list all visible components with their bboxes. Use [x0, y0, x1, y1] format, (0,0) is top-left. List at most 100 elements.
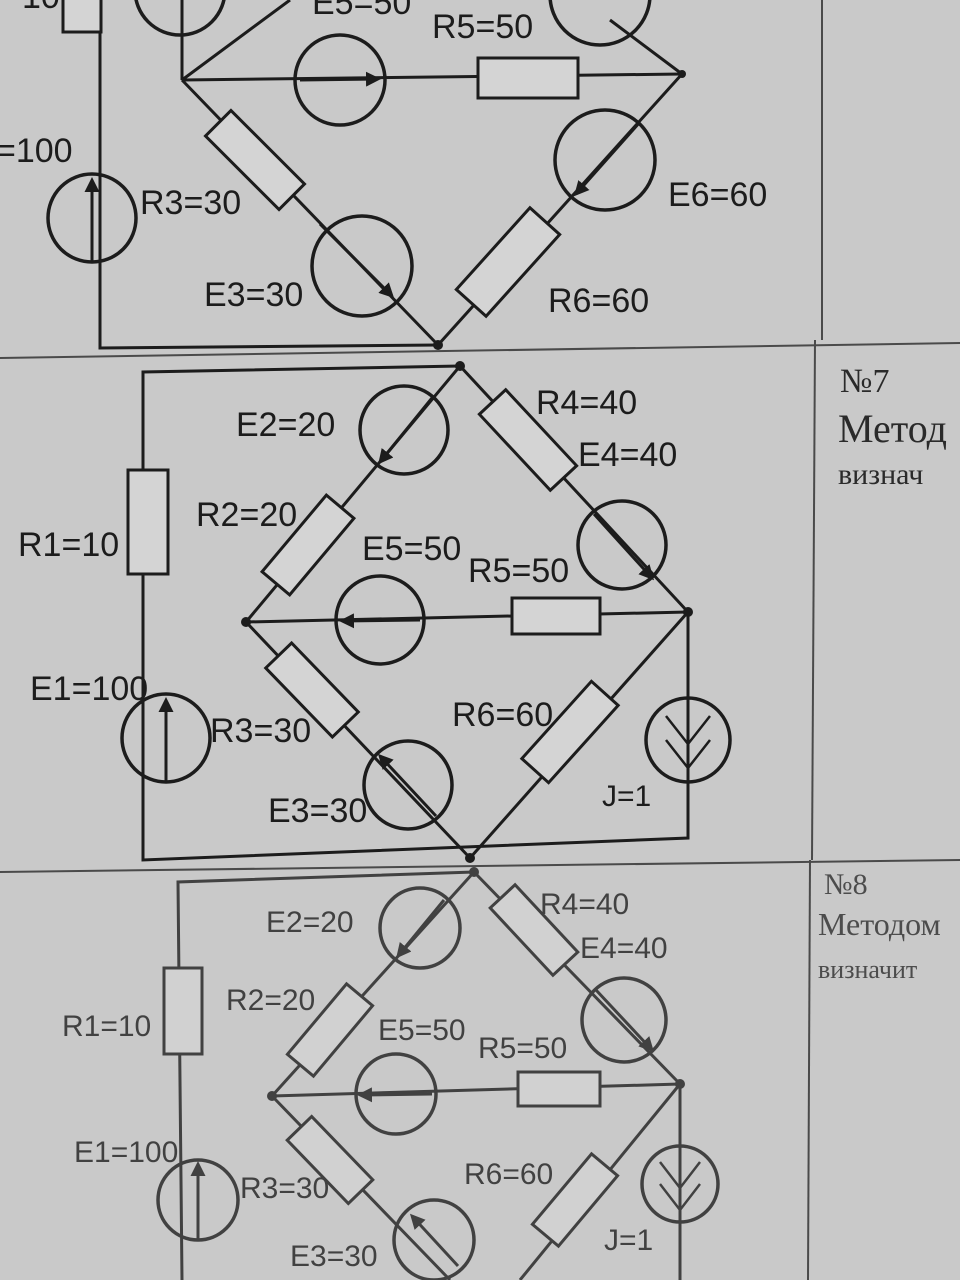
label-r2: R2=20	[226, 984, 315, 1017]
label-r2: R2=20	[196, 496, 297, 534]
node	[469, 867, 479, 877]
source-e6-arrow	[574, 121, 642, 197]
resistor-r3	[285, 1114, 375, 1206]
column-divider	[811, 339, 816, 861]
node	[678, 70, 686, 78]
node	[465, 853, 475, 863]
source-e5-arrow	[299, 71, 381, 87]
resistor-r6	[519, 679, 621, 785]
wire	[271, 1082, 681, 1098]
resistor-r6	[530, 1151, 620, 1249]
variant-7-cell: №7 Метод визнач	[838, 363, 947, 491]
wire	[181, 0, 291, 82]
resistor-r5	[476, 56, 580, 100]
label-e1: =100	[0, 132, 73, 170]
source-e3-arrow	[377, 753, 438, 818]
wire	[98, 0, 439, 350]
wire	[609, 18, 683, 76]
node	[267, 1091, 277, 1101]
label-e4: E4=40	[578, 436, 677, 474]
resistor-r1	[61, 0, 103, 34]
source-e3	[362, 739, 454, 831]
current-source-j	[644, 696, 732, 784]
source-e5-arrow	[339, 613, 421, 629]
source-e5-arrow	[357, 1087, 433, 1103]
source-e3-arrow	[318, 222, 395, 299]
label-e2: E2=20	[266, 906, 354, 939]
resistor-r4	[477, 387, 579, 493]
node	[241, 617, 251, 627]
variant-title: Метод	[838, 406, 947, 451]
label-e5: E5=50	[378, 1014, 466, 1047]
variant-text: визнач	[838, 458, 923, 491]
circuit-top: =100 R3=30 E3=30 E5=50 R5=50 E6=60 R6=60…	[0, 0, 767, 350]
variant-number: №7	[840, 363, 889, 400]
current-source-j	[640, 1144, 720, 1224]
source-e5	[354, 1052, 438, 1136]
node	[455, 361, 465, 371]
resistor-r1	[126, 468, 170, 576]
label-r1: R1=10	[62, 1010, 151, 1043]
node	[675, 1079, 685, 1089]
label-r3: R3=30	[140, 184, 241, 222]
resistor-r1	[162, 966, 204, 1056]
wire	[245, 610, 689, 624]
wire-outer-loop	[176, 870, 475, 1280]
label-r6: R6=60	[452, 696, 553, 734]
resistor-r2	[285, 981, 375, 1079]
label-e3: E3=30	[290, 1240, 378, 1273]
source-e4	[576, 499, 668, 591]
label-r5: R5=50	[432, 8, 533, 46]
source-e4-arrow	[592, 512, 655, 581]
resistor-r5	[516, 1070, 602, 1108]
variant-8-cell: №8 Методом визначит	[818, 868, 941, 984]
label-e6: E6=60	[668, 176, 767, 214]
label-top-left: 10	[22, 0, 60, 16]
label-j: J=1	[602, 780, 651, 813]
row-divider	[0, 859, 960, 873]
label-e4: E4=40	[580, 932, 668, 965]
current-source-j-chevron	[665, 739, 711, 771]
label-r4: R4=40	[540, 888, 629, 921]
source-e2	[134, 0, 226, 37]
label-e3: E3=30	[268, 792, 367, 830]
label-e5: E5=50	[312, 0, 411, 22]
label-r6: R6=60	[548, 282, 649, 320]
wire-outer-loop	[141, 364, 690, 862]
variant-text: визначит	[818, 955, 917, 984]
resistor-r6	[454, 205, 562, 319]
variant-number: №8	[824, 868, 868, 901]
label-e1: E1=100	[30, 670, 148, 708]
row-divider	[0, 342, 960, 359]
source-e2	[378, 886, 462, 970]
resistor-r4	[488, 882, 580, 978]
resistor-r5	[510, 596, 602, 636]
source-e3	[392, 1198, 476, 1280]
wire	[181, 72, 683, 82]
source-e2-arrow	[378, 397, 434, 465]
source-e6	[553, 108, 657, 212]
label-j: J=1	[604, 1224, 653, 1257]
source-e5	[334, 574, 426, 666]
current-source-j-chevron	[659, 1161, 701, 1191]
column-divider	[807, 859, 811, 1280]
label-r5: R5=50	[478, 1032, 567, 1065]
source-e5	[293, 33, 387, 127]
label-r6: R6=60	[464, 1158, 553, 1191]
circuit-7: R1=10 E1=100 E2=20 R2=20 R3=30 E3=30 R4=…	[18, 361, 732, 863]
source-e3-arrow	[409, 1213, 460, 1268]
current-source-j-chevron	[659, 1183, 701, 1213]
circuit-8: R1=10 E1=100 E2=20 R2=20 R3=30 E3=30 R4=…	[62, 867, 720, 1280]
node	[683, 607, 693, 617]
label-e5: E5=50	[362, 530, 461, 568]
current-source-j-chevron	[665, 715, 711, 747]
label-r5: R5=50	[468, 552, 569, 590]
source-e2-arrow	[396, 899, 446, 959]
resistor-r3	[263, 640, 361, 740]
source-e4-arrow	[594, 988, 655, 1053]
node	[433, 340, 443, 350]
source-e4	[548, 0, 652, 47]
label-e1: E1=100	[74, 1136, 178, 1169]
